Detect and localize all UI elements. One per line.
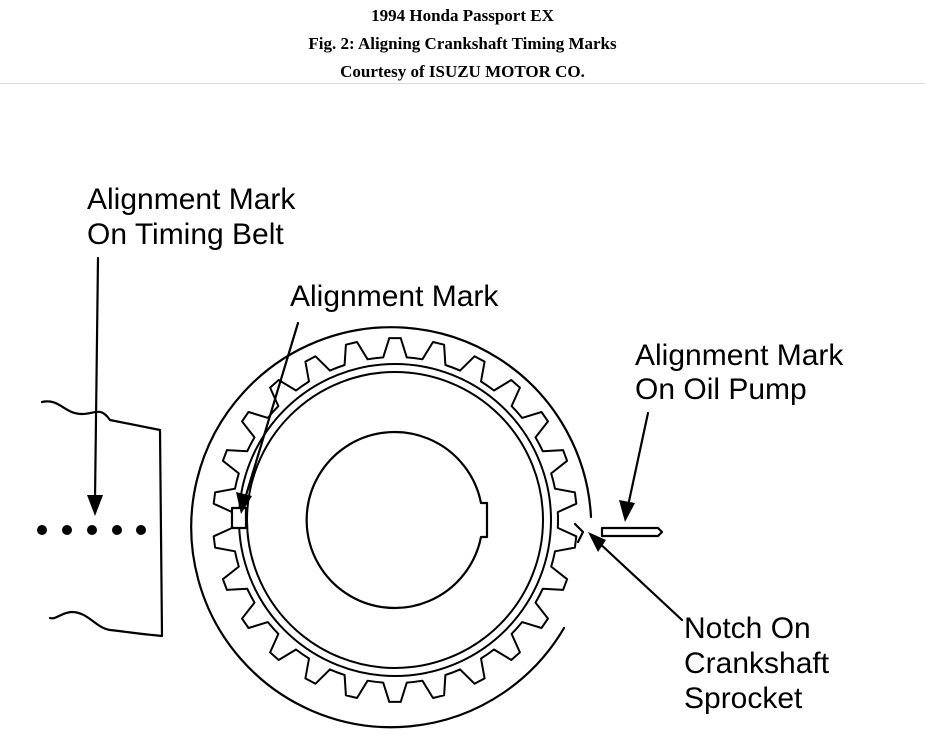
oil-pump-housing-outline [190, 326, 593, 729]
crankshaft-sprocket-teeth [212, 337, 578, 703]
oil-pump-alignment-mark [600, 526, 664, 538]
leader-belt-mark [87, 256, 103, 516]
document-title: 1994 Honda Passport EX [371, 6, 554, 25]
sprocket-mark-label: Alignment Mark [290, 280, 499, 313]
notch-label-3: Sprocket [684, 682, 803, 715]
figure-credit: Courtesy of ISUZU MOTOR CO. [340, 62, 585, 81]
leader-sprocket-mark [236, 321, 300, 514]
leader-notch [588, 532, 684, 622]
timing-belt [40, 400, 164, 638]
sprocket-notch [573, 522, 585, 544]
figure-header: 1994 Honda Passport EX Fig. 2: Aligning … [0, 0, 925, 84]
leader-oil-pump-mark [619, 411, 650, 522]
sprocket-face-ring-inner [246, 371, 544, 669]
oil-pump-label-2: On Oil Pump [635, 373, 807, 406]
figure-caption: Fig. 2: Aligning Crankshaft Timing Marks [308, 34, 617, 53]
sprocket-hub-keyway [305, 430, 489, 610]
sprocket-alignment-mark [230, 506, 248, 530]
crankshaft-timing-diagram: Alignment Mark On Timing Belt Alignment … [37, 183, 844, 729]
belt-mark-label-1: Alignment Mark [87, 183, 296, 216]
notch-label-2: Crankshaft [684, 647, 830, 680]
belt-alignment-dots [37, 525, 146, 535]
notch-label-1: Notch On [684, 612, 811, 645]
oil-pump-label-1: Alignment Mark [635, 339, 844, 372]
sprocket-face-ring-outer [238, 363, 552, 677]
belt-mark-label-2: On Timing Belt [87, 218, 284, 251]
